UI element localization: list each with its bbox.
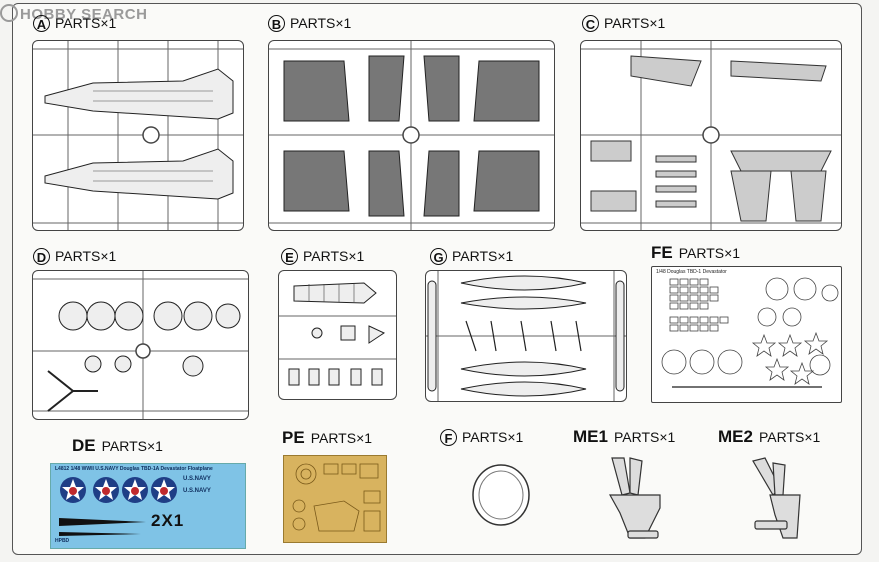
sprue-c-drawing [581,41,841,230]
part-id-g: G [430,248,447,265]
label-fe: FE PARTS×1 [651,243,741,262]
part-qty-fe: PARTS×1 [678,245,741,261]
label-e: E PARTS×1 [281,248,364,265]
part-me2-strut-icon [752,457,801,539]
label-me2: ME2 PARTS×1 [718,427,821,446]
part-id-b: B [268,15,285,32]
part-qty-g: PARTS×1 [452,248,514,264]
decal-usnavy-2: U.S.NAVY [183,488,211,494]
label-f: F PARTS×1 [440,429,523,446]
sprue-b [268,40,555,231]
label-d: D PARTS×1 [33,248,116,265]
sprue-a [32,40,244,231]
sprue-e [278,270,397,400]
sprue-b-drawing [269,41,554,230]
decal-aircraft-code: 2X1 [151,511,185,530]
sprue-g-drawing [426,271,626,401]
sprue-c [580,40,842,231]
part-qty-d: PARTS×1 [55,248,117,264]
part-qty-a: PARTS×1 [55,15,117,31]
label-b: B PARTS×1 [268,15,351,32]
part-qty-pe: PARTS×1 [310,430,373,446]
watermark: HOBBY SEARCH [0,4,147,23]
part-qty-me1: PARTS×1 [613,429,676,445]
photo-etch-fret-pe [283,455,387,543]
decal-header: L4812 1/48 WWII U.S.NAVY Douglas TBD-1A … [55,466,213,472]
decal-brand: HPBD [55,538,70,544]
part-id-me1: ME1 [573,427,608,446]
label-me1: ME1 PARTS×1 [573,427,676,446]
part-f-ring-icon [472,464,530,526]
sprue-d-drawing [33,271,248,419]
sprue-d [32,270,249,420]
part-id-pe: PE [282,428,305,447]
sprue-e-drawing [279,282,396,386]
sprue-g [425,270,627,402]
part-id-e: E [281,248,298,265]
label-a: A PARTS×1 [33,15,116,32]
part-id-fe: FE [651,243,673,262]
label-g: G PARTS×1 [430,248,513,265]
part-qty-f: PARTS×1 [462,429,524,445]
part-id-f: F [440,429,457,446]
part-qty-e: PARTS×1 [303,248,365,264]
fe-sheet-drawing [661,277,839,388]
part-qty-de: PARTS×1 [101,438,163,454]
part-id-d: D [33,248,50,265]
part-qty-me2: PARTS×1 [758,429,821,445]
part-id-de: DE [72,436,96,455]
sprue-a-drawing [33,41,243,230]
pe-drawing [292,463,381,532]
label-c: C PARTS×1 [582,15,665,32]
part-qty-b: PARTS×1 [290,15,352,31]
decal-usnavy-1: U.S.NAVY [183,476,211,482]
watermark-text: HOBBY SEARCH [20,6,148,23]
part-id-me2: ME2 [718,427,753,446]
fe-sheet-header: 1/48 Douglas TBD-1 Devastator [656,269,727,275]
part-qty-c: PARTS×1 [604,15,666,31]
decal-roundels [59,477,177,536]
part-id-a: A [33,15,50,32]
label-pe: PE PARTS×1 [282,428,373,447]
decal-sheet-de: L4812 1/48 WWII U.S.NAVY Douglas TBD-1A … [50,463,246,549]
part-me1-strut-icon [608,457,661,539]
fe-mask-sheet: 1/48 Douglas TBD-1 Devastator [651,266,842,403]
part-id-c: C [582,15,599,32]
label-de: DE PARTS×1 [72,436,163,455]
hobby-search-logo-icon [0,4,18,22]
